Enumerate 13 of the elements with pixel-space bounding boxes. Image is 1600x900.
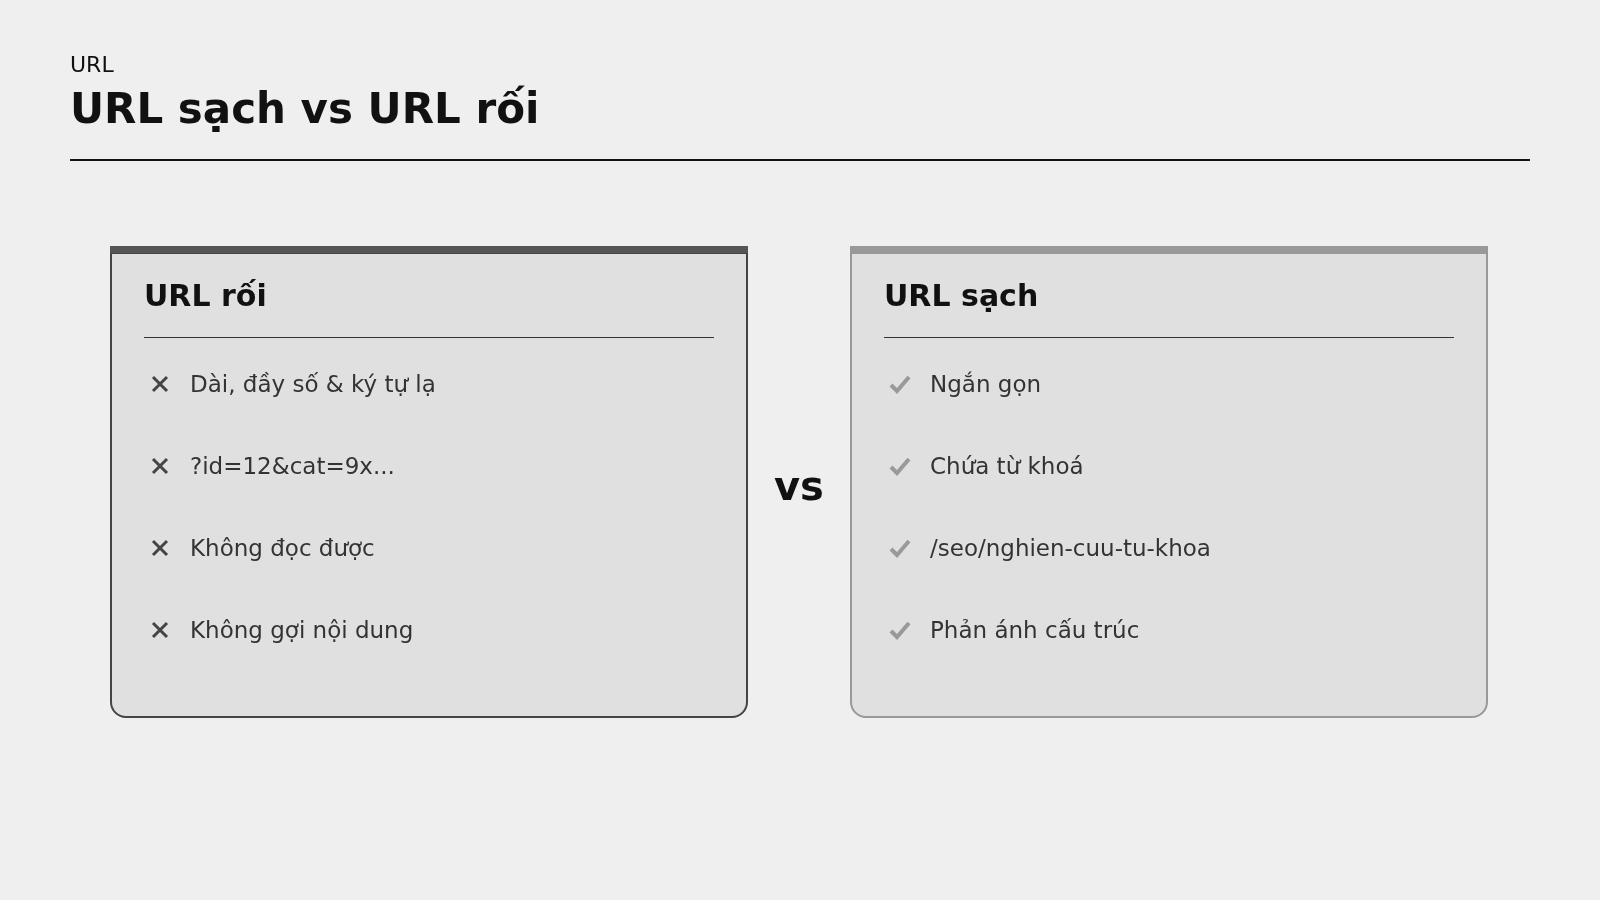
list-item-text: Dài, đầy số & ký tự lạ [190, 371, 436, 397]
list-item-text: Ngắn gọn [930, 371, 1042, 397]
list-item-text: /seo/nghien-cuu-tu-khoa [930, 535, 1211, 561]
list-item-text: Phản ánh cấu trúc [930, 617, 1140, 643]
list-item-text: Không gợi nội dung [190, 617, 414, 643]
list-item-text: Không đọc được [190, 535, 375, 561]
list-item-text: ?id=12&cat=9x... [190, 453, 395, 479]
kicker-text: URL [70, 52, 114, 77]
list-item-text: Chứa từ khoá [930, 453, 1084, 479]
card-heading: URL sạch [884, 278, 1039, 313]
card-heading: URL rối [144, 278, 267, 313]
slide-title: URL sạch vs URL rối [70, 84, 540, 133]
vs-text: vs [774, 463, 824, 509]
